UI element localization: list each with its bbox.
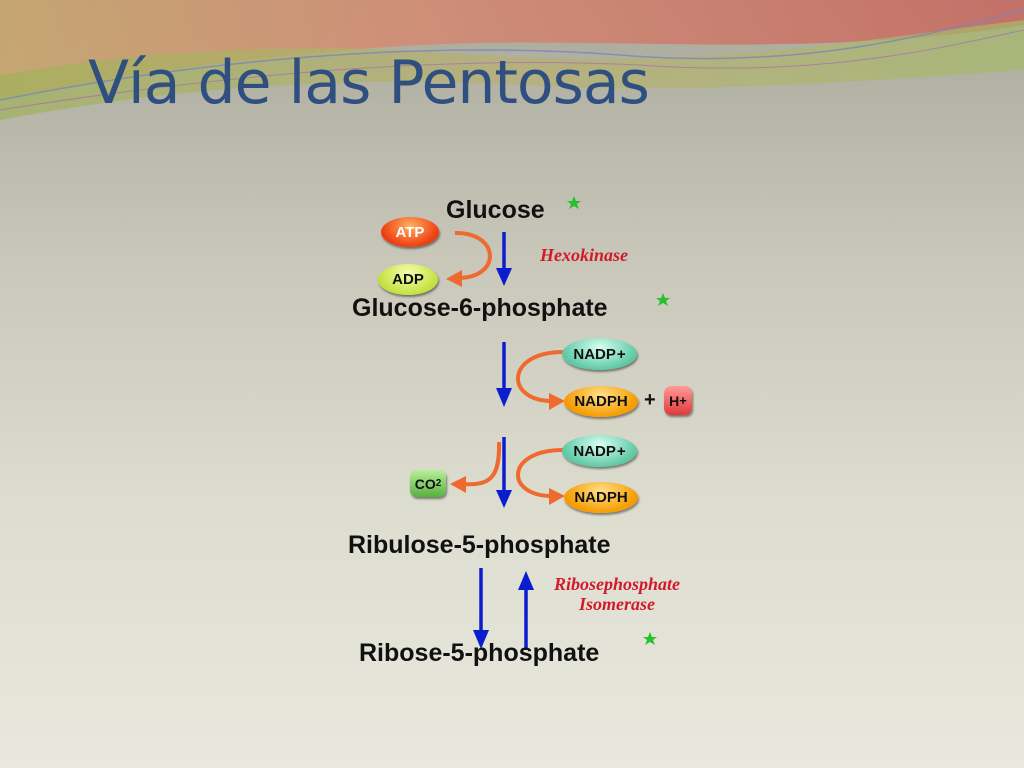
compound-glucose: Glucose xyxy=(446,196,545,224)
enzyme-isomerase-line2: Isomerase xyxy=(579,594,655,614)
cofactor-nadp-label-1: NADP xyxy=(573,345,616,363)
slide-title: Vía de las Pentosas xyxy=(88,48,650,118)
cofactor-nadp-2: NADP+ xyxy=(562,435,637,467)
star-icon-glucose xyxy=(567,196,581,209)
cofactor-nadp-charge-1: + xyxy=(616,345,626,363)
enzyme-isomerase-label: Ribosephosphate Isomerase xyxy=(540,574,694,614)
proton-h: H+ xyxy=(664,386,692,415)
proton-h-charge: + xyxy=(679,393,687,408)
cofactor-nadph-label-1: NADPH xyxy=(574,393,628,410)
side-arrow-atp-to-adp xyxy=(446,230,492,287)
cofactor-adp: ADP xyxy=(378,264,438,295)
proton-h-label: H xyxy=(669,392,680,409)
cofactor-nadph-label-2: NADPH xyxy=(574,489,628,506)
cofactor-nadp-label-2: NADP xyxy=(573,442,616,460)
star-icon-g6p xyxy=(656,293,670,306)
cofactor-nadp-1: NADP+ xyxy=(562,338,637,370)
cofactor-atp: ATP xyxy=(381,217,439,247)
cofactor-adp-label: ADP xyxy=(392,271,424,288)
star-icon-r5p xyxy=(643,632,657,645)
compound-ribose-5-phosphate: Ribose-5-phosphate xyxy=(359,639,600,667)
cofactor-nadph-1: NADPH xyxy=(564,386,638,417)
cofactor-nadph-2: NADPH xyxy=(564,482,638,513)
plus-sign: + xyxy=(644,389,656,411)
main-arrow-g6p-dehydrogenase xyxy=(496,342,512,407)
compound-glucose-6-phosphate: Glucose-6-phosphate xyxy=(352,294,608,322)
main-arrow-decarboxylation xyxy=(496,437,512,508)
compound-ribulose-5-phosphate: Ribulose-5-phosphate xyxy=(348,531,611,559)
cofactor-nadp-charge-2: + xyxy=(616,442,626,460)
main-arrow-isomerase-down xyxy=(473,568,489,649)
enzyme-hexokinase: Hexokinase xyxy=(540,245,628,265)
side-arrow-nadp-to-nadph-1 xyxy=(516,350,565,410)
side-arrow-nadp-to-nadph-2 xyxy=(516,448,565,505)
enzyme-isomerase-line1: Ribosephosphate xyxy=(553,574,681,594)
cofactor-atp-label: ATP xyxy=(395,223,425,241)
product-co2-subscript: 2 xyxy=(435,478,442,489)
main-arrow-hexokinase xyxy=(496,232,512,286)
side-arrow-co2-release xyxy=(450,441,502,493)
product-co2-label: CO xyxy=(414,475,436,492)
main-arrow-isomerase-up xyxy=(518,571,534,650)
